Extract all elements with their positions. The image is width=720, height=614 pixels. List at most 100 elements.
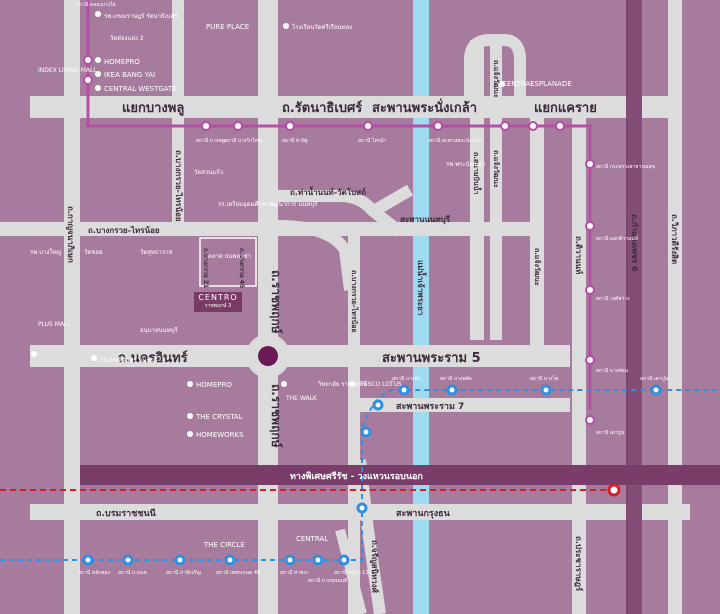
blue-station-13	[540, 384, 552, 396]
label-pure-place: PURE PLACE	[206, 23, 249, 31]
label-the-walk: THE WALK	[285, 395, 318, 402]
road-label-borommaratchachonnani: ถ.บรมราชชนนี	[96, 508, 157, 519]
blue-station-10	[372, 399, 384, 411]
blue-station-label: สถานี บางโพ	[530, 375, 558, 382]
road-label-prachachuen: ถ.ประชาราษฎร์	[574, 536, 584, 592]
sanambinnam-road-curve	[464, 34, 526, 110]
purple-station-1	[83, 55, 93, 65]
blue-line-route	[0, 389, 720, 561]
blue-station-8	[356, 502, 368, 514]
place-dot	[95, 71, 101, 77]
place-dot	[95, 85, 101, 91]
nakhon-in-road	[30, 345, 570, 367]
nonthaburi-bridge-road	[360, 222, 530, 236]
blue-station-label: สถานี บางแค	[118, 569, 147, 576]
blue-station-4	[224, 554, 236, 566]
road-label-tiwanon-north: ถ.แจ้งวัฒนะ	[492, 150, 501, 188]
purple-station-13	[585, 285, 595, 295]
road-label-rama7-bridge: สะพานพระราม 7	[396, 402, 464, 412]
purple-station-2	[83, 75, 93, 85]
purple-station-11	[585, 159, 595, 169]
kamphaeng-phet-expressway	[626, 0, 642, 614]
blue-station-7	[338, 554, 350, 566]
label-central-south: CENTRAL	[296, 535, 328, 543]
place-dot	[187, 381, 193, 387]
purple-station-5	[285, 121, 295, 131]
label-index: INDEX LIVING MALL	[38, 67, 97, 74]
project-logo-sub: ราชพฤกษ์ 3	[204, 303, 232, 309]
prachachuen-road-vertical	[572, 110, 586, 614]
label-plus-mall: PLUS MALL	[38, 321, 71, 328]
place-dot	[499, 81, 505, 87]
road-label-ratchaphruek: ถ.ราชพฤกษ์	[269, 270, 283, 334]
kanchanaphisek-road-vertical	[64, 0, 80, 614]
label-homeworks: HOMEWORKS	[196, 431, 244, 439]
purple-station-label: สถานี เตาปูน	[596, 429, 625, 436]
purple-station-8	[500, 121, 510, 131]
place-dot	[95, 57, 101, 63]
purple-station-label: สถานี คลองบางไผ่	[76, 1, 116, 8]
road-label-bang-phlu: แยกบางพลู	[122, 101, 184, 116]
nonthaburi-bridge-road-north	[368, 184, 414, 218]
blue-station-1	[82, 554, 94, 566]
label-school-north: วัดส่องแสง 2	[110, 35, 144, 42]
purple-station-9	[528, 121, 538, 131]
road-label-nakhon-in: ถ.นครอินทร์	[118, 350, 188, 366]
pracharat-road-south	[335, 528, 367, 614]
project-logo: CENTRO ราชพฤกษ์ 3	[194, 292, 242, 312]
road-label-ratchaphruek-south: ถ.ราชพฤกษ์	[269, 384, 283, 448]
project-plot	[199, 237, 257, 287]
place-dot	[91, 355, 97, 361]
road-label-vibhavadi: ถ.วิภาวดีรังสิต	[670, 214, 680, 264]
blue-station-label: สถานี จรัญฯ 13	[334, 569, 369, 576]
label-tesco: TESCO LOTUS	[359, 381, 402, 388]
place-dot	[31, 351, 37, 357]
purple-station-12	[585, 221, 595, 231]
blue-station-label: สถานี ท่าพระ	[280, 569, 309, 576]
blue-station-5	[284, 554, 296, 566]
label-esplanade: ESPLANADE	[530, 80, 572, 88]
purple-station-15	[585, 415, 595, 425]
purple-station-label: สถานี บางพลู	[196, 137, 225, 144]
road-label-sanambinnam: ถ.สนามบินน้ำ	[472, 152, 483, 195]
blue-station-label: สถานี บางขุนนนท์	[308, 577, 347, 584]
road-label-soi-45: ถ.บางกรวย 45	[238, 248, 245, 288]
tiwanon-road-vertical-2	[530, 110, 544, 350]
label-nonthaburi-hospital: รพ.พระนั่งเกล้า	[446, 160, 485, 168]
label-wat-chalo: วัดชลอ	[84, 249, 103, 256]
road-label-khae-rai: แยกแคราย	[534, 101, 597, 116]
kanchanaphisek-expressway	[80, 465, 720, 485]
road-label-rama5-bridge: สะพานพระราม 5	[382, 351, 481, 366]
road-label-krungthon-bridge: สะพานกรุงธน	[396, 509, 451, 519]
project-location-marker	[258, 346, 278, 366]
road-label-nonthaburi-bridge: สะพานนนทบุรี	[400, 214, 451, 225]
road-label-phra-nang-klao-bridge: สะพานพระนั่งเกล้า	[372, 98, 477, 116]
label-homepro-north: HOMEPRO	[104, 58, 140, 66]
purple-station-label: สถานี กระทรวงสาธารณสุข	[596, 163, 655, 170]
purple-station-10	[555, 121, 565, 131]
purple-station-label: สถานี ท่าอิฐ	[282, 137, 308, 144]
blue-station-label: สถานี เพชรเกษม 48	[216, 569, 260, 576]
label-homepro-south: HOMEPRO	[196, 381, 232, 389]
blue-station-label: สถานี ภาษีเจริญ	[166, 569, 201, 576]
label-wat-suan-kaew: วัดสวนแก้ว	[194, 169, 223, 176]
blue-station-label: สถานี บางพลัด	[440, 375, 472, 382]
road-label-tha-nam-non: ถ.ท่าน้ำนนท์-วัดโบสถ์	[290, 186, 366, 197]
place-dot	[281, 381, 287, 387]
road-label-tiwanon-2: ถ.ติวานนท์	[574, 236, 584, 274]
chaopraya-river	[413, 0, 429, 614]
road-label-soi-21: ถ.บางกรวย 21	[202, 248, 209, 288]
blue-station-14	[650, 384, 662, 396]
label-school-west: รร.เตรียมอุดมศึกษาพัฒนาการ นนทบุรี	[218, 200, 318, 208]
place-dot	[283, 23, 289, 29]
vibhavadi-road-vertical	[668, 0, 682, 614]
place-dot	[187, 413, 193, 419]
label-wat-bang-kruai: วัดสุทธาวาส	[140, 249, 173, 256]
blue-station-9	[360, 426, 372, 438]
road-label-chaeng-watthana: ถ.แจ้งวัฒนะ	[492, 60, 501, 98]
purple-station-label: สถานี บางรักใหญ่	[224, 137, 262, 144]
label-the-circle: THE CIRCLE	[203, 541, 245, 549]
purple-station-7	[433, 121, 443, 131]
place-dot	[187, 431, 193, 437]
